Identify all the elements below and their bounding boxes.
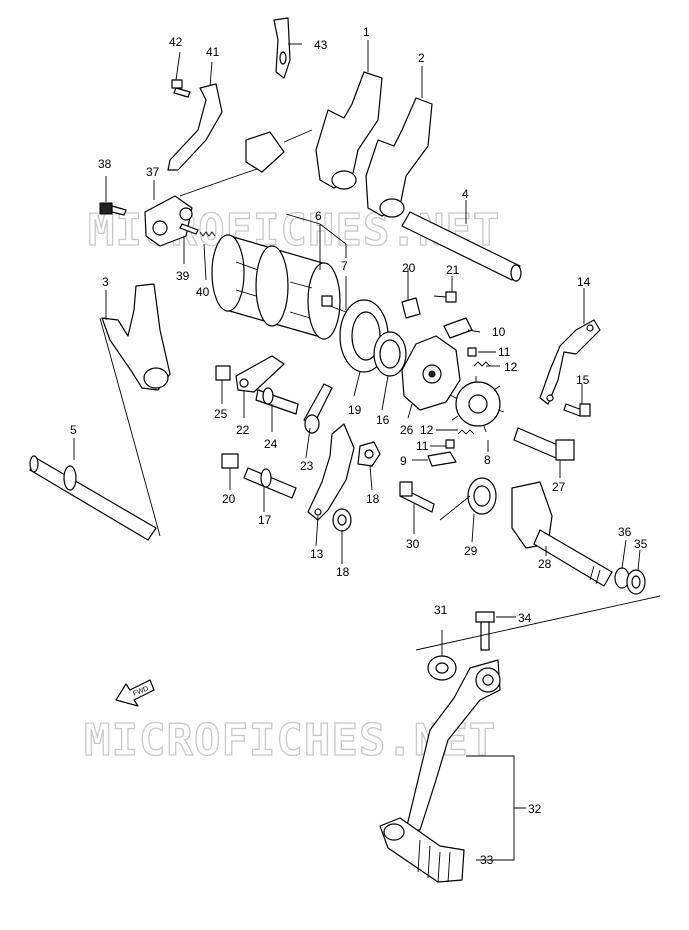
part-26-cam-stopper-plate [401, 335, 461, 411]
part-7-pin [329, 305, 347, 313]
label-12a: 12 [504, 360, 518, 374]
part-10-stopper [443, 317, 473, 339]
label-6: 6 [315, 209, 322, 223]
part-5-fork-shaft [29, 455, 157, 541]
part-38-bolt [99, 202, 127, 216]
label-34: 34 [518, 611, 532, 625]
part-11-pin [467, 347, 477, 357]
label-11b: 11 [416, 439, 429, 453]
part-29-return-spring [439, 477, 497, 521]
label-12b: 12 [420, 423, 434, 437]
part-42-bolt [171, 79, 191, 98]
part-31-nut [427, 655, 457, 681]
label-31: 31 [434, 603, 448, 617]
part-1-shift-fork [315, 71, 383, 190]
label-15: 15 [576, 373, 590, 387]
label-22: 22 [236, 423, 250, 437]
label-39: 39 [176, 269, 190, 283]
label-20a: 20 [402, 261, 416, 275]
part-9-pawl [427, 451, 457, 467]
label-25: 25 [214, 407, 228, 421]
label-42: 42 [169, 35, 183, 49]
part-33-rubber [379, 817, 465, 883]
part-16-washer [373, 331, 407, 377]
label-1: 1 [363, 25, 370, 39]
label-19: 19 [348, 403, 362, 417]
part-14-plate [539, 319, 601, 405]
part-28-gearshift-shaft [511, 481, 613, 587]
label-27: 27 [552, 480, 566, 494]
part-41-stopper-plate [167, 83, 223, 171]
label-41: 41 [206, 45, 220, 59]
fwd-arrow-icon: FWD [115, 679, 155, 707]
label-30: 30 [406, 537, 420, 551]
part-25-washer [215, 365, 231, 381]
label-8: 8 [484, 453, 491, 467]
label-38: 38 [98, 157, 112, 171]
part-6-gearshift-cam [211, 234, 341, 340]
part-24-pin [255, 387, 299, 415]
label-33: 33 [480, 853, 494, 867]
part-8-gearshift-pawl [449, 376, 505, 433]
label-37: 37 [146, 165, 160, 179]
label-43: 43 [314, 38, 328, 52]
label-7: 7 [341, 259, 348, 273]
label-32: 32 [528, 802, 542, 816]
label-10: 10 [492, 325, 506, 339]
part-2-shift-fork [365, 97, 433, 218]
label-36: 36 [618, 525, 632, 539]
label-24: 24 [264, 437, 278, 451]
label-21: 21 [446, 263, 460, 277]
part-30-bolt [399, 481, 435, 513]
part-13-plate [307, 423, 355, 521]
part-12b-spring [457, 429, 475, 435]
part-27-bolt [513, 427, 575, 461]
part-23-spring [303, 383, 333, 434]
label-28: 28 [538, 557, 552, 571]
part-39-pin [179, 223, 199, 235]
label-11a: 11 [498, 345, 511, 359]
part-43-clamp [273, 17, 291, 79]
label-26: 26 [400, 423, 414, 437]
label-16: 16 [376, 413, 390, 427]
part-32-gearshift-lever [405, 659, 501, 831]
label-35: 35 [634, 537, 648, 551]
part-18-nut [357, 441, 381, 467]
part-15-screw [563, 403, 591, 417]
part-18b-collar [332, 508, 352, 532]
part-35-oil-seal [626, 569, 646, 595]
part-11b-pin [445, 439, 455, 449]
label-13: 13 [310, 547, 324, 561]
label-14: 14 [577, 275, 591, 289]
part-number-labels: 1 2 3 4 5 6 7 8 9 10 11 11 12 12 13 14 1… [70, 25, 648, 867]
part-20-holder [401, 297, 421, 319]
part-34-bolt [475, 611, 495, 651]
part-17-shaft [243, 467, 297, 499]
label-23: 23 [300, 459, 314, 473]
label-5: 5 [70, 423, 77, 437]
part-4-fork-shaft [401, 211, 522, 282]
label-29: 29 [464, 544, 478, 558]
part-22-plate [235, 355, 285, 393]
label-40: 40 [196, 285, 210, 299]
label-20b: 20 [222, 492, 236, 506]
leader-lines [73, 40, 661, 861]
part-37-gear-position-switch [144, 129, 313, 247]
label-17: 17 [258, 513, 272, 527]
label-18a: 18 [366, 492, 380, 506]
label-3: 3 [102, 275, 109, 289]
part-40-spring [199, 231, 216, 237]
part-3-shift-fork [101, 283, 171, 391]
part-12-spring [473, 361, 491, 367]
label-9: 9 [400, 454, 407, 468]
label-2: 2 [418, 51, 425, 65]
part-21-screw [433, 291, 457, 303]
label-18b: 18 [336, 565, 350, 579]
label-4: 4 [462, 187, 469, 201]
part-20b-holder [221, 453, 239, 469]
